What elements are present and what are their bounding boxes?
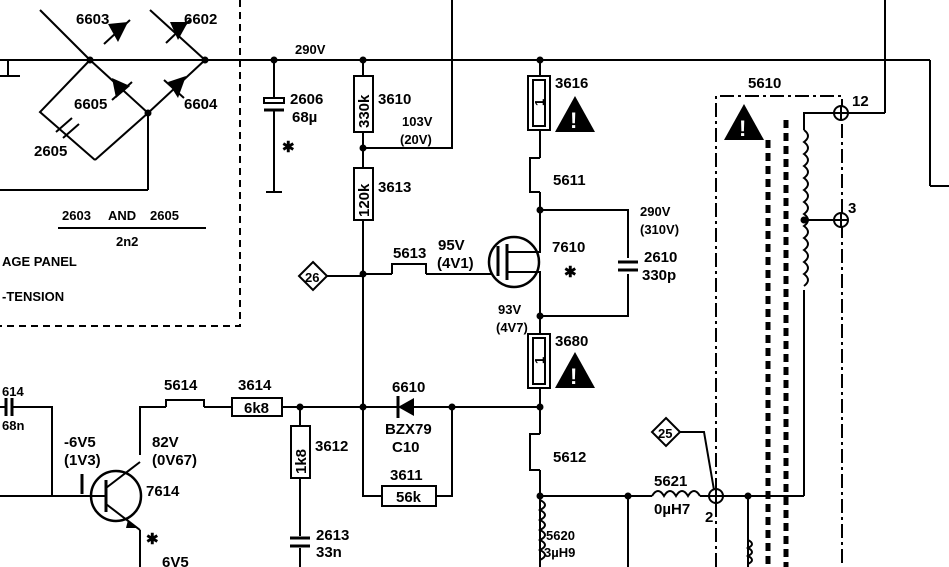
note-2603: 2603 — [62, 208, 91, 223]
label-5621: 5621 — [654, 473, 687, 490]
pin-12: 12 — [852, 93, 869, 110]
net-95v: 95V — [438, 237, 465, 254]
net-290v-drain-alt: (310V) — [640, 222, 679, 237]
capacitor-2606 — [263, 56, 285, 193]
note-2n2: 2n2 — [116, 234, 138, 249]
value-c614-partial: 68n — [2, 418, 24, 433]
type2-6610: C10 — [392, 439, 420, 456]
zener-diode-6610 — [396, 396, 414, 418]
value-3612: 1k8 — [293, 449, 310, 474]
pin-2: 2 — [705, 509, 713, 526]
value-2610: 330p — [642, 267, 676, 284]
inductor-5621 — [651, 490, 701, 498]
warning-triangle-icon: ! — [724, 104, 764, 141]
warning-triangle-icon: ! — [555, 352, 595, 389]
value-5620: 3µH9 — [544, 545, 575, 560]
value-5621: 0µH7 — [654, 501, 690, 518]
net-93v: 93V — [498, 302, 521, 317]
value-3611: 56k — [396, 489, 422, 506]
label-5610: 5610 — [748, 75, 781, 92]
transistor-7610 — [487, 210, 541, 310]
net-290v: 290V — [295, 42, 326, 57]
ground-symbol — [0, 60, 20, 77]
panel-text-1: AGE PANEL — [2, 254, 77, 269]
bridge-rectifier — [0, 9, 209, 191]
label-3610: 3610 — [378, 91, 411, 108]
panel-text-2: -TENSION — [2, 289, 64, 304]
inductor-5620 — [537, 499, 546, 561]
pin-3: 3 — [848, 200, 856, 217]
transformer-winding — [802, 129, 809, 287]
connector-25-label: 25 — [658, 426, 672, 441]
label-2606: 2606 — [290, 91, 323, 108]
transformer-5610-enclosure — [715, 95, 843, 567]
value-3614: 6k8 — [244, 400, 269, 417]
label-3613: 3613 — [378, 179, 411, 196]
label-3611: 3611 — [390, 467, 423, 484]
net-93v-alt: (4V7) — [496, 320, 528, 335]
safety-star-icon: ✱ — [146, 531, 159, 548]
label-6605: 6605 — [74, 96, 107, 113]
net-103v-alt: (20V) — [400, 132, 432, 147]
net-neg6v5-alt: (1V3) — [64, 452, 101, 469]
label-3680: 3680 — [555, 333, 588, 350]
label-5612: 5612 — [553, 449, 586, 466]
label-6604: 6604 — [184, 96, 218, 113]
net-103v: 103V — [402, 114, 433, 129]
panel-boundary — [0, 0, 241, 327]
label-5620: 5620 — [546, 528, 575, 543]
value-2613: 33n — [316, 544, 342, 561]
label-6610: 6610 — [392, 379, 425, 396]
label-5613: 5613 — [393, 245, 426, 262]
label-3614: 3614 — [238, 377, 272, 394]
type-6610: BZX79 — [385, 421, 432, 438]
net-82v: 82V — [152, 434, 179, 451]
label-7610: 7610 — [552, 239, 585, 256]
net-6v5-partial: 6V5 — [162, 554, 189, 567]
label-2613: 2613 — [316, 527, 349, 544]
warning-triangle-icon: ! — [555, 96, 595, 133]
value-3613: 120k — [356, 183, 373, 217]
note-2605: 2605 — [150, 208, 179, 223]
safety-star-icon: ✱ — [282, 139, 295, 156]
value-2606: 68µ — [292, 109, 317, 126]
net-82v-alt: (0V67) — [152, 452, 197, 469]
label-2610: 2610 — [644, 249, 677, 266]
label-7614: 7614 — [146, 483, 180, 500]
note-and: AND — [108, 208, 136, 223]
label-c614-partial: 614 — [2, 384, 24, 399]
net-290v-drain: 290V — [640, 204, 671, 219]
connector-26 — [297, 260, 363, 292]
label-3612: 3612 — [315, 438, 348, 455]
label-6603: 6603 — [76, 11, 109, 28]
diode-6605-symbol — [112, 78, 130, 98]
label-2605: 2605 — [34, 143, 67, 160]
value-3680: 1 — [532, 357, 547, 364]
svg-text:!: ! — [570, 364, 577, 389]
safety-star-icon: ✱ — [564, 264, 577, 281]
svg-text:!: ! — [570, 108, 577, 133]
label-3616: 3616 — [555, 75, 588, 92]
label-5611: 5611 — [553, 172, 586, 189]
connector-26-label: 26 — [305, 270, 319, 285]
svg-text:!: ! — [739, 116, 746, 141]
connector-25 — [650, 416, 715, 491]
value-3610: 330k — [356, 94, 373, 128]
net-95v-alt: (4V1) — [437, 255, 474, 272]
label-5614: 5614 — [164, 377, 198, 394]
transistor-7614 — [52, 461, 143, 567]
label-6602: 6602 — [184, 11, 217, 28]
diode-6604-symbol — [168, 76, 186, 98]
value-3616: 1 — [532, 99, 547, 106]
net-neg6v5: -6V5 — [64, 434, 96, 451]
